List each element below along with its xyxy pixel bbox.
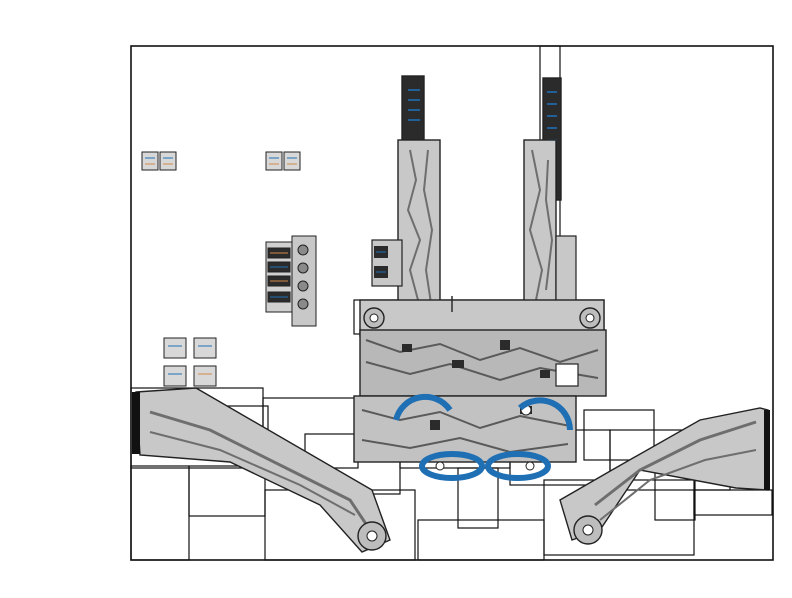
left-tower: [371, 75, 441, 321]
right-arm: [559, 407, 770, 545]
connector-stack: [265, 235, 317, 327]
right-tower: [523, 77, 577, 321]
blue-gears: [393, 393, 573, 481]
left-arm: [132, 387, 391, 553]
small-footprints: [141, 151, 301, 387]
center-body: [353, 296, 607, 463]
